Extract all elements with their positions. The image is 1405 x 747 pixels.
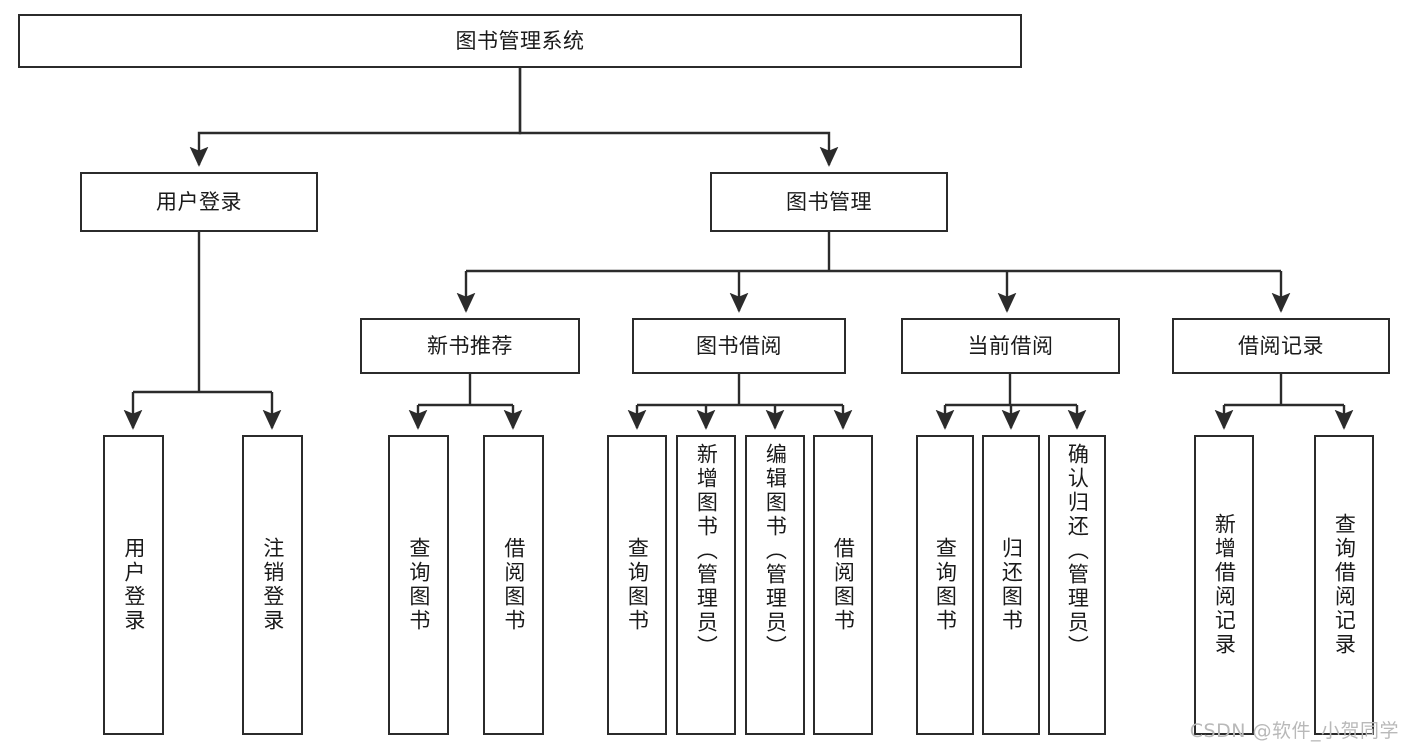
node-leaf-query-borrow-record-label: 查询借阅记录: [1332, 513, 1357, 657]
node-leaf-confirm-return-admin[interactable]: 确认归还（管理员）: [1048, 435, 1106, 735]
node-leaf-return-book-label: 归还图书: [999, 537, 1024, 633]
node-leaf-query-borrow-record[interactable]: 查询借阅记录: [1314, 435, 1374, 735]
node-new-book-recommend[interactable]: 新书推荐: [360, 318, 580, 374]
node-leaf-query-book-1[interactable]: 查询图书: [388, 435, 449, 735]
node-leaf-borrow-book-2[interactable]: 借阅图书: [813, 435, 873, 735]
node-leaf-query-book-3-label: 查询图书: [933, 537, 958, 633]
node-current-borrow-label: 当前借阅: [967, 333, 1054, 358]
node-leaf-confirm-return-admin-label: 确认归还（管理员）: [1065, 443, 1090, 659]
node-leaf-edit-book-admin-label: 编辑图书（管理员）: [763, 443, 788, 659]
edge-new-book-recommend-bus: [418, 374, 513, 407]
node-new-book-recommend-label: 新书推荐: [427, 333, 513, 358]
node-leaf-query-book-3[interactable]: 查询图书: [916, 435, 974, 735]
edge-current-borrow-bus: [945, 374, 1077, 407]
node-leaf-user-login-label: 用户登录: [121, 537, 146, 633]
node-current-borrow[interactable]: 当前借阅: [901, 318, 1120, 374]
node-borrow-record-label: 借阅记录: [1238, 333, 1324, 358]
node-user-login-label: 用户登录: [156, 189, 242, 214]
edge-root-to-user-login: [189, 68, 522, 167]
edge-root-to-book-manage: [518, 68, 839, 167]
node-leaf-add-book-admin-label: 新增图书（管理员）: [694, 443, 719, 659]
node-user-login[interactable]: 用户登录: [80, 172, 318, 232]
node-borrow-record[interactable]: 借阅记录: [1172, 318, 1390, 374]
edge-user-login-bus: [133, 232, 272, 394]
node-leaf-borrow-book-1[interactable]: 借阅图书: [483, 435, 544, 735]
edge-book-manage-bus: [466, 232, 1281, 273]
node-leaf-add-book-admin[interactable]: 新增图书（管理员）: [676, 435, 736, 735]
node-leaf-query-book-2-label: 查询图书: [625, 537, 650, 633]
edge-book-borrow-bus: [637, 374, 843, 407]
node-root-label: 图书管理系统: [455, 28, 585, 53]
node-book-borrow-label: 图书借阅: [696, 333, 782, 358]
node-leaf-borrow-book-1-label: 借阅图书: [501, 537, 526, 633]
node-book-manage-label: 图书管理: [786, 189, 872, 214]
node-leaf-logout-login-label: 注销登录: [260, 537, 285, 633]
node-book-borrow[interactable]: 图书借阅: [632, 318, 846, 374]
node-leaf-edit-book-admin[interactable]: 编辑图书（管理员）: [745, 435, 805, 735]
node-leaf-user-login[interactable]: 用户登录: [103, 435, 164, 735]
node-leaf-borrow-book-2-label: 借阅图书: [831, 537, 856, 633]
node-book-manage[interactable]: 图书管理: [710, 172, 948, 232]
node-root[interactable]: 图书管理系统: [18, 14, 1022, 68]
node-leaf-query-book-2[interactable]: 查询图书: [607, 435, 667, 735]
node-leaf-query-book-1-label: 查询图书: [406, 537, 431, 633]
node-leaf-logout-login[interactable]: 注销登录: [242, 435, 303, 735]
watermark: CSDN @软件_小贺同学: [1189, 720, 1399, 742]
node-leaf-add-borrow-record-label: 新增借阅记录: [1212, 513, 1237, 657]
edge-borrow-record-bus: [1224, 374, 1344, 407]
node-leaf-return-book[interactable]: 归还图书: [982, 435, 1040, 735]
node-leaf-add-borrow-record[interactable]: 新增借阅记录: [1194, 435, 1254, 735]
